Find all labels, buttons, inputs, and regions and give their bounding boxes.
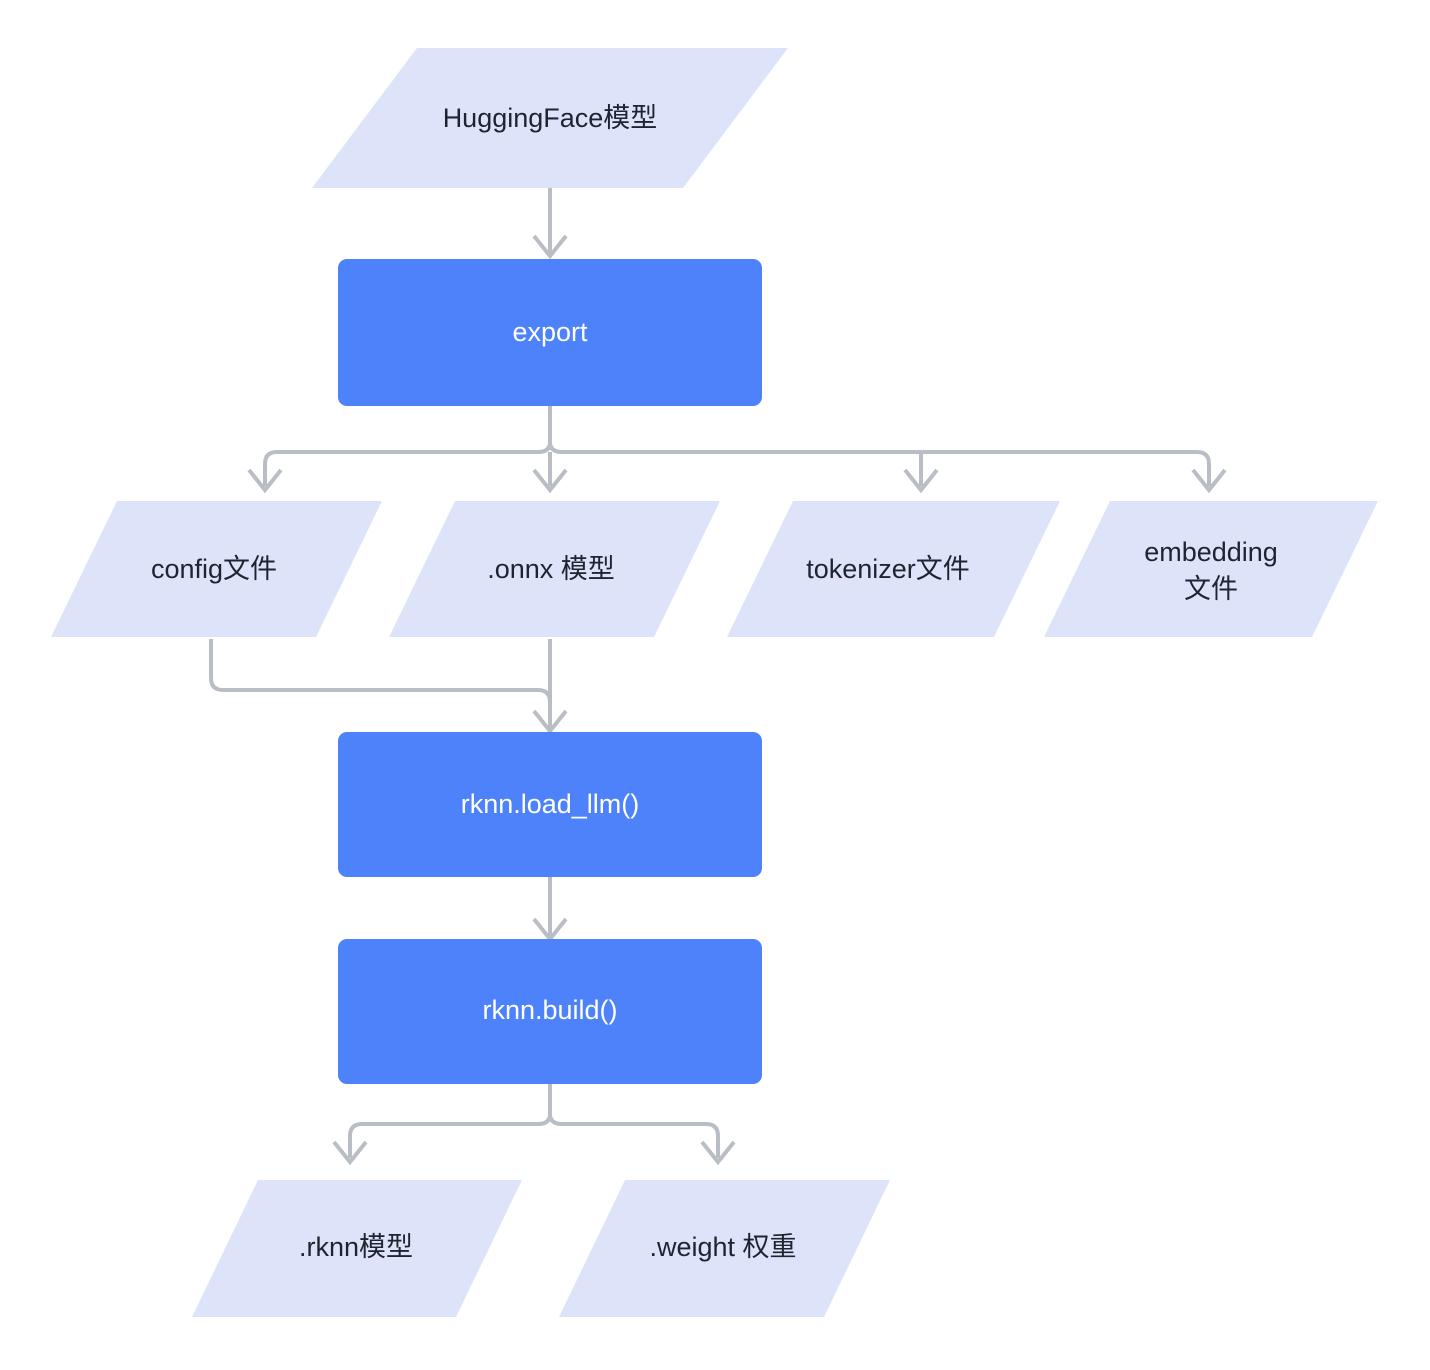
embedding-file-shape: [1044, 501, 1378, 637]
weight-file-label: .weight 权重: [649, 1232, 796, 1262]
tokenizer-file-shape: [727, 501, 1060, 637]
huggingface-model-label: HuggingFace模型: [443, 103, 658, 133]
weight-file-shape: [559, 1180, 890, 1317]
load-llm-label: rknn.load_llm(): [461, 789, 640, 819]
arrow-export-to-embedding: [1191, 468, 1227, 494]
huggingface-model-shape: [312, 48, 788, 188]
node-load-llm[interactable]: rknn.load_llm(): [338, 732, 762, 877]
rknn-model-label: .rknn模型: [299, 1232, 413, 1262]
rknn-model-shape: [192, 1180, 522, 1317]
node-huggingface-model[interactable]: HuggingFace模型: [312, 48, 788, 188]
arrow-build-to-weight: [700, 1140, 736, 1166]
arrow-export-to-onnx: [532, 468, 568, 494]
embedding-file-label-line1: embedding: [1144, 537, 1278, 567]
export-label: export: [512, 317, 588, 347]
config-file-shape: [51, 501, 382, 637]
node-config-file[interactable]: config文件: [51, 501, 382, 637]
edge-onnx-to-loadllm: [532, 639, 568, 735]
node-embedding-file[interactable]: embedding 文件: [1044, 501, 1378, 637]
node-weight-file[interactable]: .weight 权重: [559, 1180, 890, 1317]
node-tokenizer-file[interactable]: tokenizer文件: [727, 501, 1060, 637]
arrow-build-to-rknn: [332, 1140, 368, 1166]
node-build[interactable]: rknn.build(): [338, 939, 762, 1084]
embedding-file-label-line2: 文件: [1184, 574, 1238, 604]
onnx-model-label: .onnx 模型: [487, 554, 615, 584]
edge-export-fanout-bus: [263, 406, 1211, 486]
edge-huggingface-to-export: [532, 188, 568, 260]
onnx-model-shape: [389, 501, 720, 637]
node-onnx-model[interactable]: .onnx 模型: [389, 501, 720, 637]
node-export[interactable]: export: [338, 259, 762, 406]
edge-config-to-loadllm: [209, 639, 552, 727]
build-shape: [338, 939, 762, 1084]
edge-build-fanout-bus: [348, 1083, 720, 1158]
tokenizer-file-label: tokenizer文件: [806, 554, 970, 584]
export-shape: [338, 259, 762, 406]
edge-loadllm-to-build: [532, 877, 568, 943]
arrow-export-to-config: [247, 468, 283, 494]
build-label: rknn.build(): [482, 995, 617, 1025]
arrow-export-to-tokenizer: [903, 468, 939, 494]
config-file-label: config文件: [151, 554, 277, 584]
load-llm-shape: [338, 732, 762, 877]
node-rknn-model[interactable]: .rknn模型: [192, 1180, 522, 1317]
